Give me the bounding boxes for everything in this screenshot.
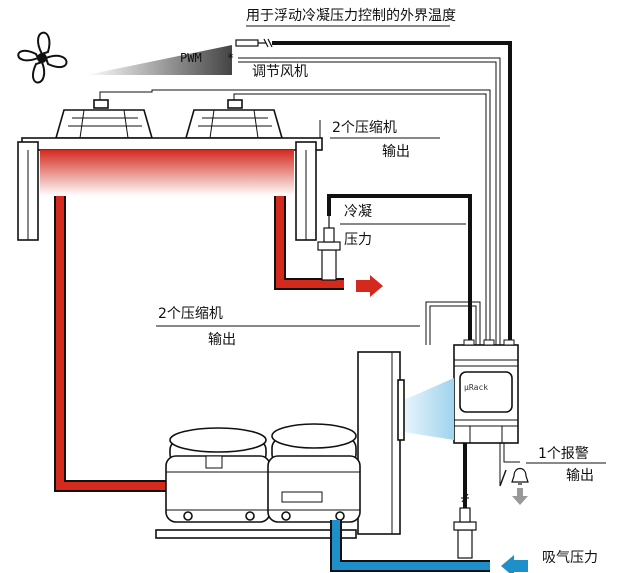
alarm-output-arrow xyxy=(512,488,528,505)
comp-out-mid-label-2: 输出 xyxy=(208,332,236,348)
compressor-panel xyxy=(357,351,405,535)
sensor-wire xyxy=(272,41,512,345)
condensing-pressure-wire xyxy=(327,194,472,345)
condenser-fan-housing xyxy=(21,99,323,151)
comp-out-top-label-2: 输出 xyxy=(382,144,410,160)
fan-control-label: 调节风机 xyxy=(252,64,308,80)
hot-gas-pipe xyxy=(54,196,178,492)
asterisk-label: * xyxy=(227,51,234,65)
condenser-coil xyxy=(40,150,294,196)
suction-flow-arrow xyxy=(501,555,528,573)
condenser-fan-wire xyxy=(99,89,491,345)
alarm-label-1: 1个报警 xyxy=(538,446,589,462)
urack-controller xyxy=(453,344,519,444)
ext-temp-label: 用于浮动冷凝压力控制的外界温度 xyxy=(246,8,456,24)
cond-press-label-1: 冷凝 xyxy=(344,204,372,220)
suction-press-label: 吸气压力 xyxy=(542,550,598,566)
suction-pipe xyxy=(330,520,490,572)
cond-press-label-2: 压力 xyxy=(344,232,372,248)
alarm-bell-icon xyxy=(499,467,529,487)
temperature-sensor-icon xyxy=(235,38,273,48)
fan-icon xyxy=(17,31,68,84)
liquid-flow-arrow xyxy=(356,275,383,297)
compressor-right xyxy=(267,423,361,523)
compressor-output-wire xyxy=(429,305,477,345)
urack-label: µRack xyxy=(464,383,488,392)
compressor-base xyxy=(155,529,357,539)
comp-out-top-label-1: 2个压缩机 xyxy=(332,120,397,136)
compressor-left xyxy=(165,427,271,523)
pressure-transducer-icon xyxy=(317,216,341,281)
alarm-label-2: 输出 xyxy=(566,468,594,484)
liquid-pipe xyxy=(274,196,344,290)
fan-control-wire xyxy=(238,57,501,345)
comp-out-mid-label-1: 2个压缩机 xyxy=(158,306,223,322)
pwm-ramp-icon xyxy=(86,45,232,75)
pressure-transducer-icon xyxy=(453,507,477,559)
pwm-label: PWM xyxy=(180,51,202,65)
condenser-legs xyxy=(17,141,317,241)
display-beam xyxy=(404,378,454,440)
